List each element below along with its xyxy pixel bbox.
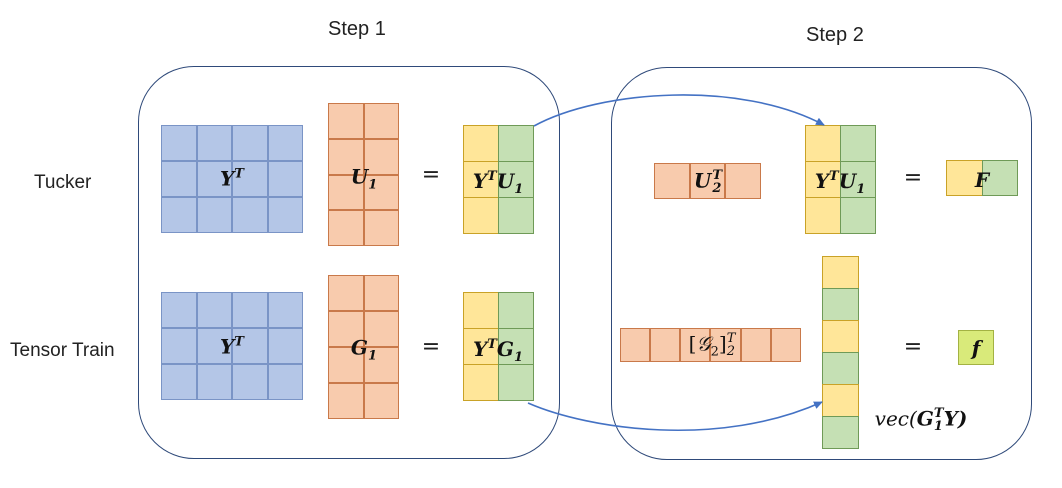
tucker-u2t-matrix — [654, 163, 761, 199]
tt-result-f-box — [958, 330, 994, 365]
tucker-u1-label: U1 — [350, 164, 378, 193]
tucker-yt-matrix — [161, 125, 303, 233]
tt-result-label: f — [971, 336, 981, 360]
tt-step2-equals: = — [903, 334, 923, 360]
tensor-train-row-label: Tensor Train — [10, 340, 115, 361]
tucker-step2-yt-u1-label: YTU1 — [814, 168, 866, 197]
tucker-yt-u1-label: YTU1 — [472, 168, 524, 197]
tt-g1-label: G1 — [350, 335, 378, 364]
tucker-step1-equals: = — [421, 162, 441, 188]
tucker-step2-equals: = — [903, 165, 923, 191]
tt-yt-g1-label: YTG1 — [472, 336, 524, 365]
step1-heading: Step 1 — [328, 18, 386, 40]
tucker-u1-matrix — [328, 103, 399, 246]
tucker-yt-label: YT — [220, 166, 244, 191]
tt-yt-label: YT — [220, 334, 244, 359]
step2-panel — [611, 67, 1032, 460]
tt-g1-matrix — [328, 275, 399, 419]
tt-g2-matrix — [620, 328, 801, 362]
step1-panel — [138, 66, 560, 459]
step2-heading: Step 2 — [806, 24, 864, 46]
tucker-flow-arrow — [533, 94, 825, 127]
tt-step1-equals: = — [421, 334, 441, 360]
tt-flow-arrow — [527, 401, 823, 432]
tucker-result-label: F — [974, 168, 990, 192]
tt-yt-matrix — [161, 292, 303, 400]
tucker-row-label: Tucker — [34, 172, 92, 193]
